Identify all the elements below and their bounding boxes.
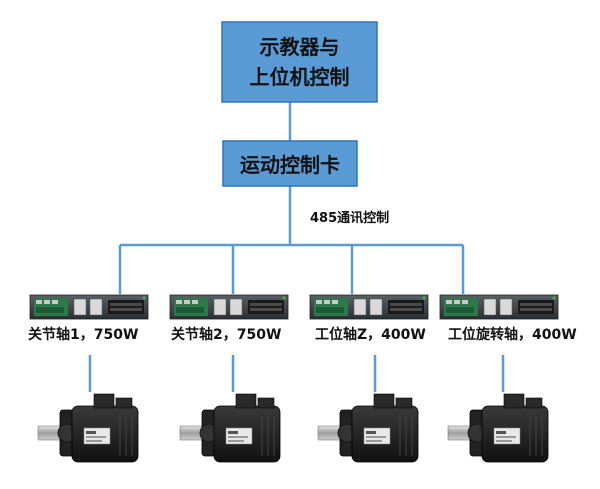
servo-driver-4	[439, 294, 559, 320]
servo-driver-3	[309, 294, 429, 320]
servo-motor-3	[317, 393, 419, 463]
servo-driver-1	[29, 294, 149, 320]
mid-box-shape	[222, 140, 358, 187]
top-box-shape	[221, 21, 378, 103]
axis-label-3: 工位轴Z，400W	[315, 327, 426, 343]
servo-motor-2	[179, 393, 281, 463]
axis-label-1: 关节轴1，750W	[28, 327, 139, 343]
axis-label-2: 关节轴2，750W	[171, 327, 282, 343]
servo-motor-4	[447, 393, 549, 463]
mid-box-label: 运动控制卡	[240, 153, 340, 177]
motion-control-card-box: 运动控制卡	[223, 141, 357, 186]
top-box-line2: 上位机控制	[249, 65, 350, 89]
bus-label: 485通讯控制	[310, 211, 390, 226]
top-box-line1: 示教器与	[259, 35, 340, 59]
servo-motor-1	[37, 393, 139, 463]
servo-driver-2	[169, 294, 289, 320]
axis-label-4: 工位旋转轴，400W	[448, 327, 577, 343]
teach-pendant-host-box: 示教器与 上位机控制	[222, 22, 377, 102]
